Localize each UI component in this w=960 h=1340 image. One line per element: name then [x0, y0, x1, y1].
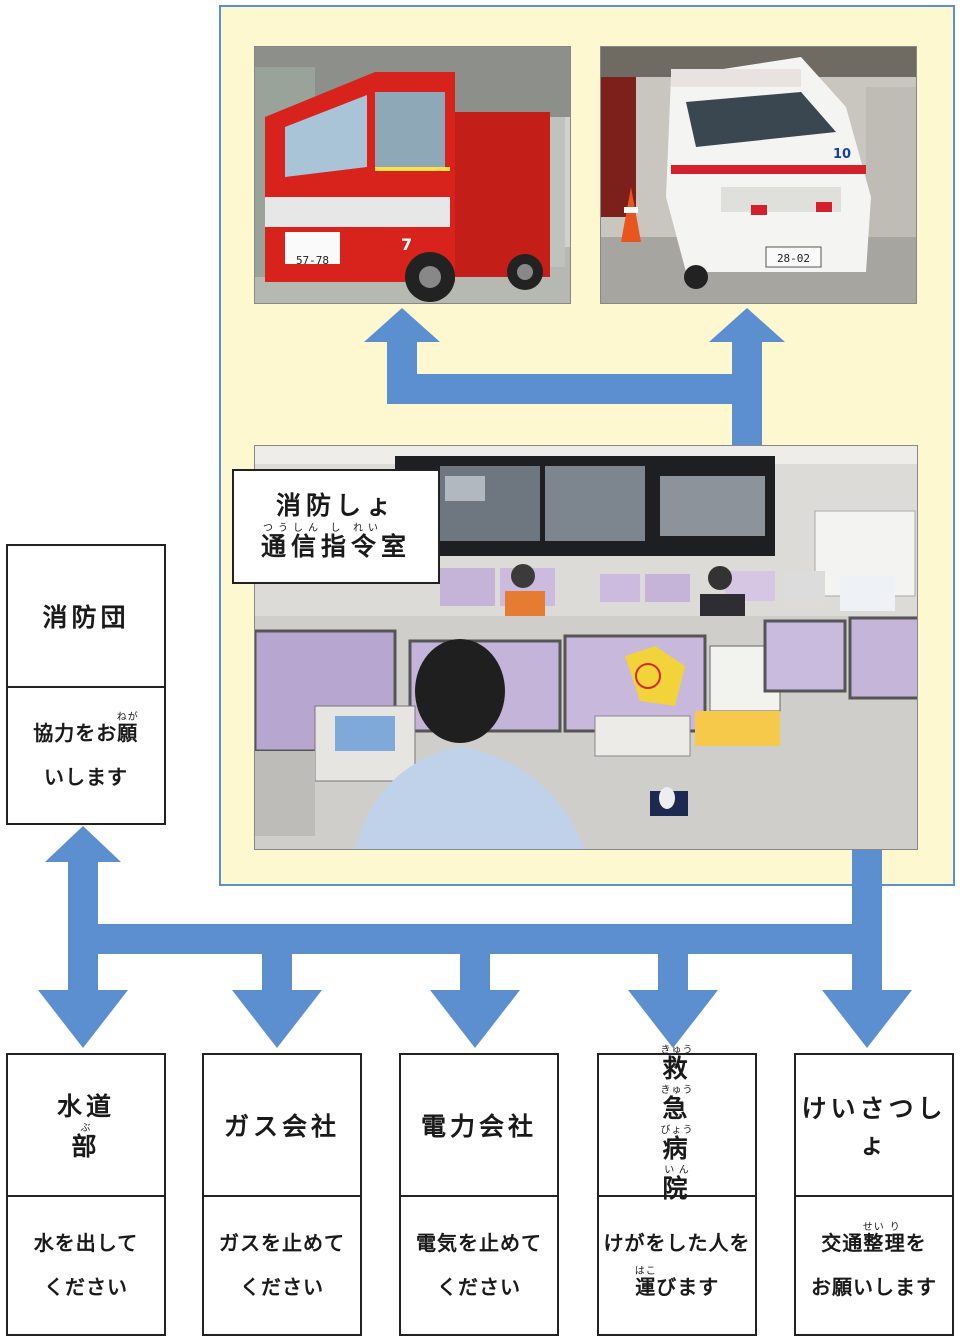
control-room-photo — [254, 445, 918, 850]
ruby-segment: 整せい — [862, 1222, 885, 1255]
text-segment: ください — [437, 1275, 521, 1299]
ambulance-icon — [601, 47, 916, 303]
arrow-head-org-3 — [430, 990, 520, 1048]
org-request-line-1: 電気を止めて — [416, 1221, 542, 1265]
command-center-line2: 通つう信しん指し令れい室 — [261, 523, 411, 564]
ambulance-photo: 10 28-02 — [600, 46, 917, 304]
arrow-stem-org-1 — [68, 950, 98, 990]
org-request-line-1: ガスを止めて — [219, 1221, 345, 1265]
org-title: ガス会社 — [204, 1055, 360, 1197]
ruby-segment: 令れい — [351, 523, 382, 561]
text-segment: お願いします — [811, 1275, 937, 1299]
ruby-segment: 院いん — [662, 1165, 692, 1203]
fire-truck-number: 7 — [401, 235, 413, 254]
ambulance-plate: 28-02 — [776, 252, 811, 265]
arrow-head-ambulance — [709, 308, 785, 342]
org-title: 電力会社 — [401, 1055, 557, 1197]
text-segment: 水を出して — [33, 1231, 139, 1255]
ruby-segment: 救きゅう — [660, 1045, 694, 1083]
org-request: 電気を止めて ください — [401, 1196, 557, 1334]
arrow-stem-org-2 — [262, 950, 292, 990]
ruby-segment: 理り — [884, 1222, 906, 1255]
ruby-segment: 願ねが — [116, 712, 139, 745]
ruby-segment: 通つう — [260, 523, 291, 561]
arrow-stem-org-4 — [658, 950, 688, 990]
text-segment: ください — [44, 1275, 128, 1299]
arrow-head-brigade — [45, 826, 121, 862]
ambulance-number: 10 — [833, 147, 852, 162]
arrow-head-org-2 — [232, 990, 322, 1048]
org-box-water: 水道部ぶ 水を出して ください — [6, 1053, 166, 1336]
text-segment: 電気を止めて — [416, 1231, 542, 1255]
ruby-segment: 病びょう — [660, 1125, 694, 1163]
arrow-head-org-4 — [628, 990, 718, 1048]
org-box-power: 電力会社 電気を止めて ください — [399, 1053, 559, 1336]
text-segment: ガスを止めて — [219, 1231, 345, 1255]
text-segment: いします — [44, 765, 128, 789]
org-request-line-1: けがをした人を — [604, 1221, 751, 1265]
arrow-stem-org-3 — [460, 950, 490, 990]
arrow-bar-upper — [387, 374, 762, 404]
org-request: 水を出して ください — [8, 1196, 164, 1334]
arrow-head-org-1 — [38, 990, 128, 1048]
org-request: ガスを止めて ください — [204, 1196, 360, 1334]
org-box-gas: ガス会社 ガスを止めて ください — [202, 1053, 362, 1336]
org-request: 交通整せい理りを お願いします — [796, 1196, 952, 1334]
text-segment: を — [905, 1231, 927, 1255]
ruby-segment: 部ぶ — [71, 1123, 101, 1161]
fire-truck-photo: 7 57-78 — [254, 46, 571, 304]
org-request: けがをした人を 運はこびます — [599, 1196, 755, 1334]
fire-brigade-line-2: いします — [44, 755, 128, 799]
org-request-line-2: お願いします — [811, 1265, 937, 1309]
org-box-police: けいさつしょ 交通整せい理りを お願いします — [794, 1053, 954, 1336]
arrow-head-org-5 — [822, 990, 912, 1048]
text-segment: ガス会社 — [223, 1112, 340, 1141]
org-title: けいさつしょ — [796, 1055, 952, 1197]
text-segment: 電力会社 — [420, 1112, 537, 1141]
control-room-icon — [255, 446, 917, 849]
org-title: 救きゅう急きゅう病びょう院いん — [599, 1045, 755, 1203]
ruby-segment: 運はこ — [634, 1266, 657, 1299]
text-segment: びます — [656, 1275, 720, 1299]
command-center-line1: 消防しょ — [275, 491, 396, 520]
org-request-line-2: 運はこびます — [635, 1265, 720, 1309]
org-request-line-2: ください — [240, 1265, 324, 1309]
command-center-label: 消防しょ 通つう信しん指し令れい室 — [232, 469, 440, 584]
org-request-line-2: ください — [44, 1265, 128, 1309]
text-segment: 室 — [381, 532, 412, 561]
ruby-segment: 信しん — [290, 523, 321, 561]
text-segment: けがをした人を — [603, 1231, 751, 1255]
fire-brigade-title: 消防団 — [8, 546, 164, 688]
fire-brigade-request: 協力をお願ねが いします — [8, 687, 164, 823]
fire-brigade-line-1: 協力をお願ねが — [33, 711, 139, 755]
ruby-segment: 指し — [320, 523, 351, 561]
org-request-line-1: 水を出して — [34, 1221, 138, 1265]
arrow-bus — [68, 924, 882, 954]
text-segment: ください — [240, 1275, 324, 1299]
arrow-stem-brigade — [68, 858, 98, 928]
org-title: 水道部ぶ — [8, 1055, 164, 1197]
arrow-head-truck — [364, 308, 440, 342]
org-request-line-1: 交通整せい理りを — [821, 1221, 927, 1265]
text-segment: 交通 — [821, 1231, 864, 1255]
arrow-stem-org-5 — [852, 950, 882, 990]
text-segment: けいさつしょ — [801, 1094, 947, 1159]
text-segment: 協力をお — [33, 721, 118, 745]
fire-brigade-box: 消防団 協力をお願ねが いします — [6, 544, 166, 825]
ruby-segment: 急きゅう — [660, 1085, 694, 1123]
text-segment: 水道 — [56, 1092, 115, 1121]
fire-truck-plate: 57-78 — [295, 254, 330, 267]
fire-truck-icon — [255, 47, 570, 303]
org-request-line-2: ください — [437, 1265, 521, 1309]
arrow-stem-truck — [387, 340, 417, 380]
org-box-hospital: 救きゅう急きゅう病びょう院いん けがをした人を 運はこびます — [597, 1045, 757, 1336]
